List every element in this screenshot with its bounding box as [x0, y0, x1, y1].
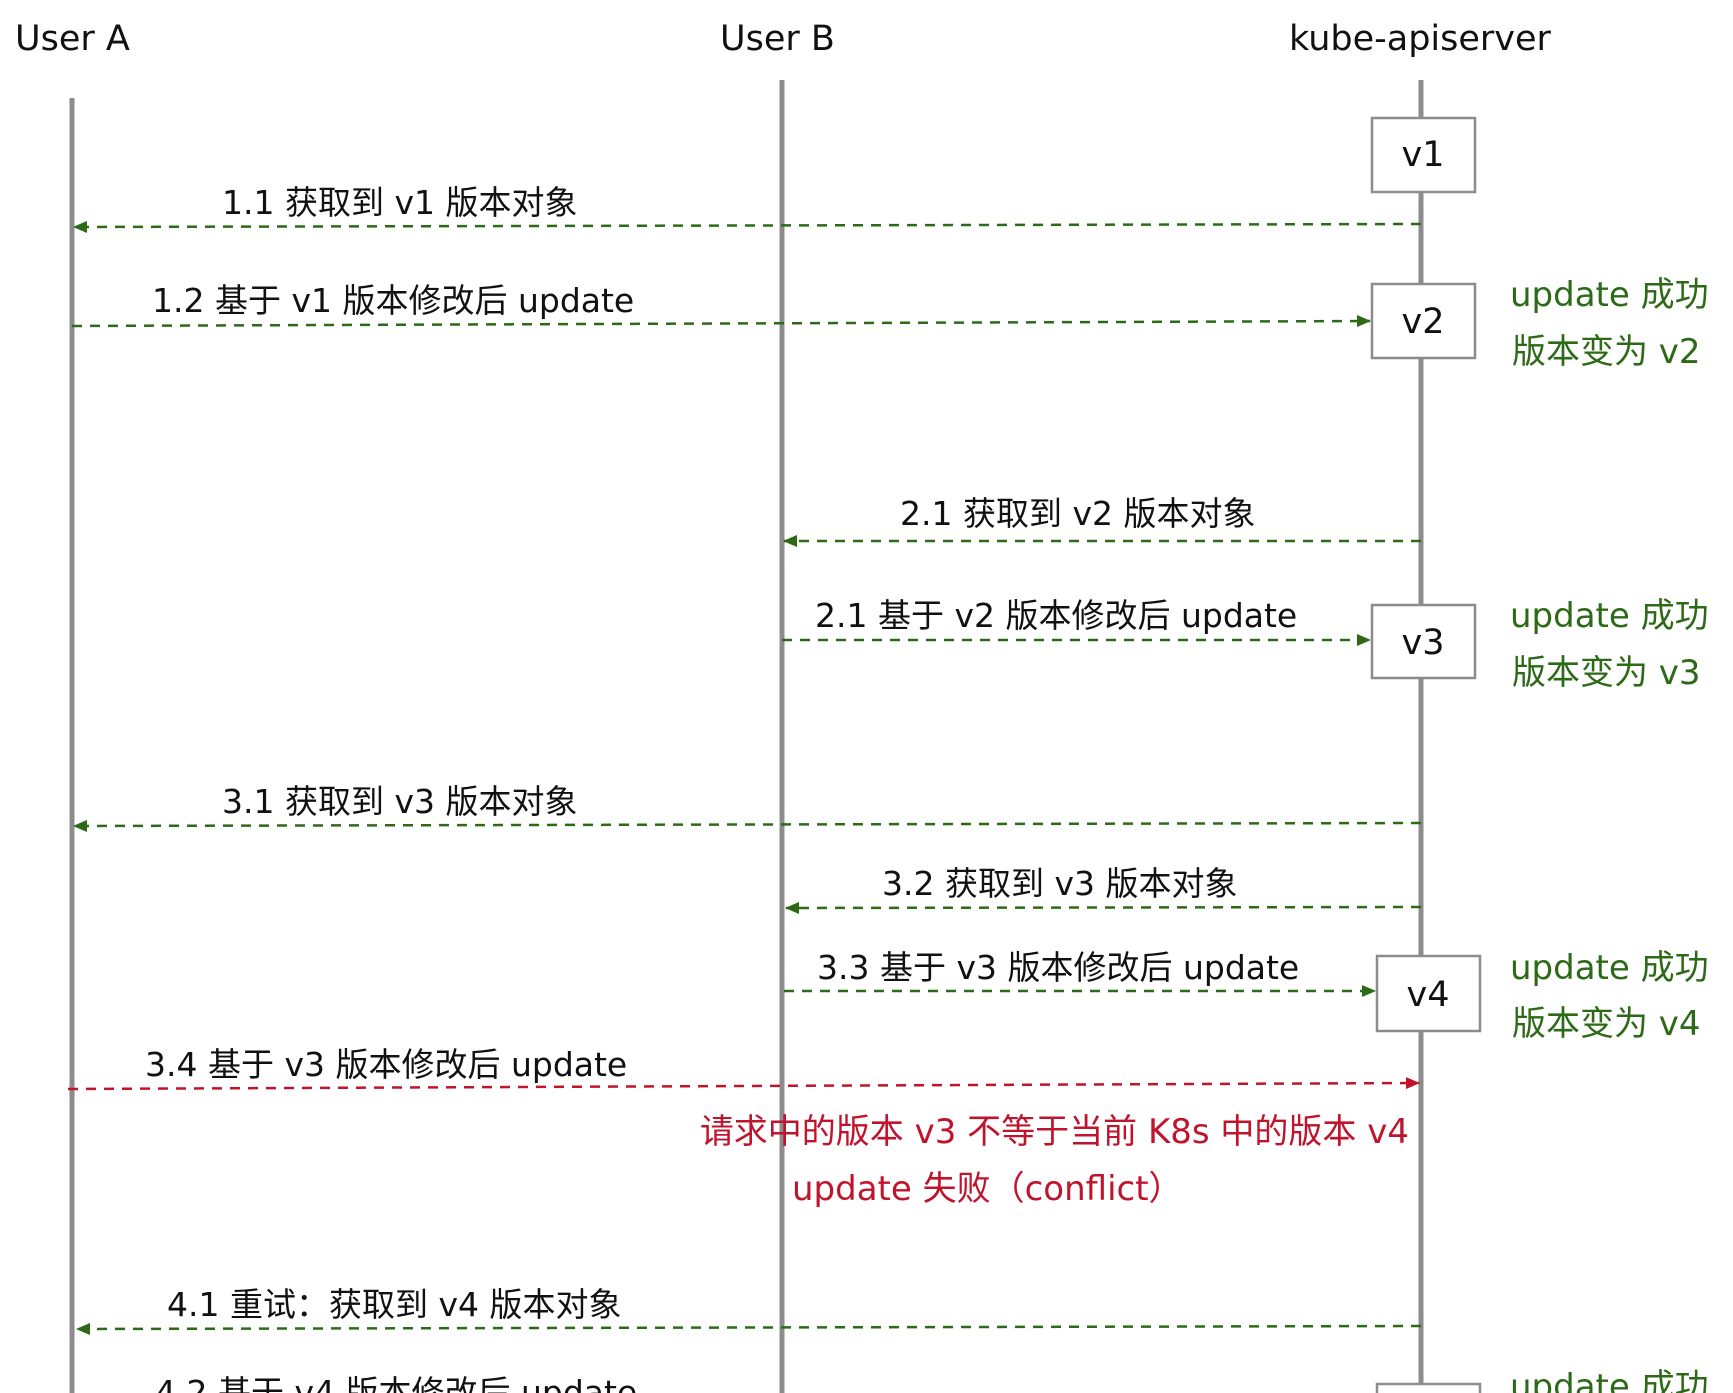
participant-user-b: User B [720, 19, 835, 59]
message-label: 1.1 获取到 v1 版本对象 [222, 183, 577, 222]
note-line: update 成功 [1510, 596, 1709, 636]
message-3-2: 3.2 获取到 v3 版本对象 [785, 864, 1422, 914]
message-label: 3.2 获取到 v3 版本对象 [882, 864, 1237, 903]
note-update-success-partial: update 成功 [1510, 1367, 1709, 1393]
message-label: 3.1 获取到 v3 版本对象 [222, 782, 577, 821]
message-label: 4.2 基于 v4 版本修改后 update [155, 1373, 637, 1393]
version-label: v2 [1402, 302, 1445, 342]
note-line: 请求中的版本 v3 不等于当前 K8s 中的版本 v4 [700, 1112, 1409, 1152]
participant-user-a: User A [15, 19, 130, 59]
note-line: update 失败（conflict） [792, 1169, 1183, 1209]
note-update-success-v3: update 成功 版本变为 v3 [1510, 596, 1709, 693]
version-box-v4: v4 [1375, 954, 1482, 1033]
message-4-2: 4.2 基于 v4 版本修改后 update [155, 1373, 637, 1393]
message-3-1: 3.1 获取到 v3 版本对象 [73, 782, 1422, 832]
note-line: update 成功 [1510, 948, 1709, 988]
note-update-success-v2: update 成功 版本变为 v2 [1510, 275, 1709, 372]
message-3-4: 3.4 基于 v3 版本修改后 update [67, 1045, 1420, 1091]
message-4-1: 4.1 重试：获取到 v4 版本对象 [76, 1285, 1422, 1335]
message-3-3: 3.3 基于 v3 版本修改后 update [784, 948, 1376, 997]
message-label: 1.2 基于 v1 版本修改后 update [152, 281, 634, 320]
message-2-1-update: 2.1 基于 v2 版本修改后 update [782, 596, 1371, 646]
note-line: 版本变为 v2 [1512, 332, 1701, 372]
message-1-2: 1.2 基于 v1 版本修改后 update [71, 281, 1371, 328]
note-line: 版本变为 v3 [1512, 653, 1701, 693]
version-box-v2: v2 [1370, 282, 1477, 360]
note-line: update 成功 [1510, 1367, 1709, 1393]
version-box-v1: v1 [1370, 116, 1477, 194]
message-label: 4.1 重试：获取到 v4 版本对象 [167, 1285, 621, 1324]
note-line: update 成功 [1510, 275, 1709, 315]
message-label: 3.3 基于 v3 版本修改后 update [817, 948, 1299, 987]
message-2-1-get: 2.1 获取到 v2 版本对象 [783, 494, 1421, 547]
note-conflict: 请求中的版本 v3 不等于当前 K8s 中的版本 v4 update 失败（co… [700, 1112, 1409, 1209]
version-label: v3 [1402, 623, 1445, 663]
version-box-v3: v3 [1370, 603, 1477, 680]
message-label: 2.1 基于 v2 版本修改后 update [815, 596, 1297, 635]
message-label: 2.1 获取到 v2 版本对象 [900, 494, 1255, 533]
message-1-1: 1.1 获取到 v1 版本对象 [73, 183, 1422, 233]
note-update-success-v4: update 成功 版本变为 v4 [1510, 948, 1709, 1044]
version-label: v4 [1407, 975, 1450, 1015]
version-box-partial [1375, 1382, 1482, 1393]
version-label: v1 [1402, 135, 1445, 175]
message-label: 3.4 基于 v3 版本修改后 update [145, 1045, 627, 1084]
note-line: 版本变为 v4 [1512, 1004, 1701, 1044]
participant-kube-apiserver: kube-apiserver [1289, 19, 1552, 59]
